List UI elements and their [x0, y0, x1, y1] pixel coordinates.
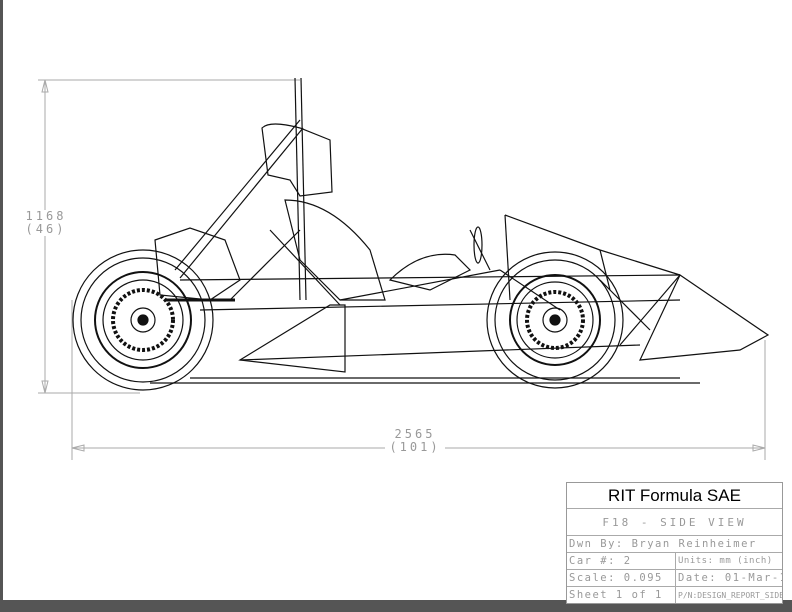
sheet-number: Sheet 1 of 1: [567, 587, 676, 603]
height-dimension-label: 1168 (46): [22, 210, 70, 236]
sheet-border-left: [0, 0, 3, 602]
length-mm: 2565: [394, 427, 436, 441]
title-block-title: RIT Formula SAE: [567, 483, 782, 509]
part-number: P/N:DESIGN_REPORT_SIDE: [678, 590, 782, 600]
rear-wheel: [72, 249, 214, 391]
scale: Scale: 0.095: [567, 570, 676, 586]
height-inch: (46): [25, 222, 67, 236]
steering-wheel: [469, 226, 491, 271]
date: Date: 01-Mar-10: [678, 572, 782, 584]
car-number: Car #: 2: [567, 553, 676, 569]
driver: [261, 123, 472, 301]
height-mm: 1168: [25, 209, 67, 223]
length-dimension-label: 2565 (101): [385, 428, 445, 454]
nose-cone: [639, 274, 770, 361]
length-inch: (101): [389, 440, 441, 454]
title-block-subtitle: F18 - SIDE VIEW: [567, 509, 782, 536]
front-wheel: [486, 251, 624, 389]
drawn-by: Dwn By: Bryan Reinheimer: [569, 538, 757, 550]
units: Units: mm (inch): [678, 556, 773, 566]
title-block: RIT Formula SAE F18 - SIDE VIEW Dwn By: …: [566, 482, 783, 604]
ground-plane: [150, 377, 700, 384]
engine: [154, 227, 241, 302]
height-dimension: [38, 79, 300, 394]
side-pod: [238, 304, 346, 373]
main-hoop-and-frame: [174, 77, 681, 361]
